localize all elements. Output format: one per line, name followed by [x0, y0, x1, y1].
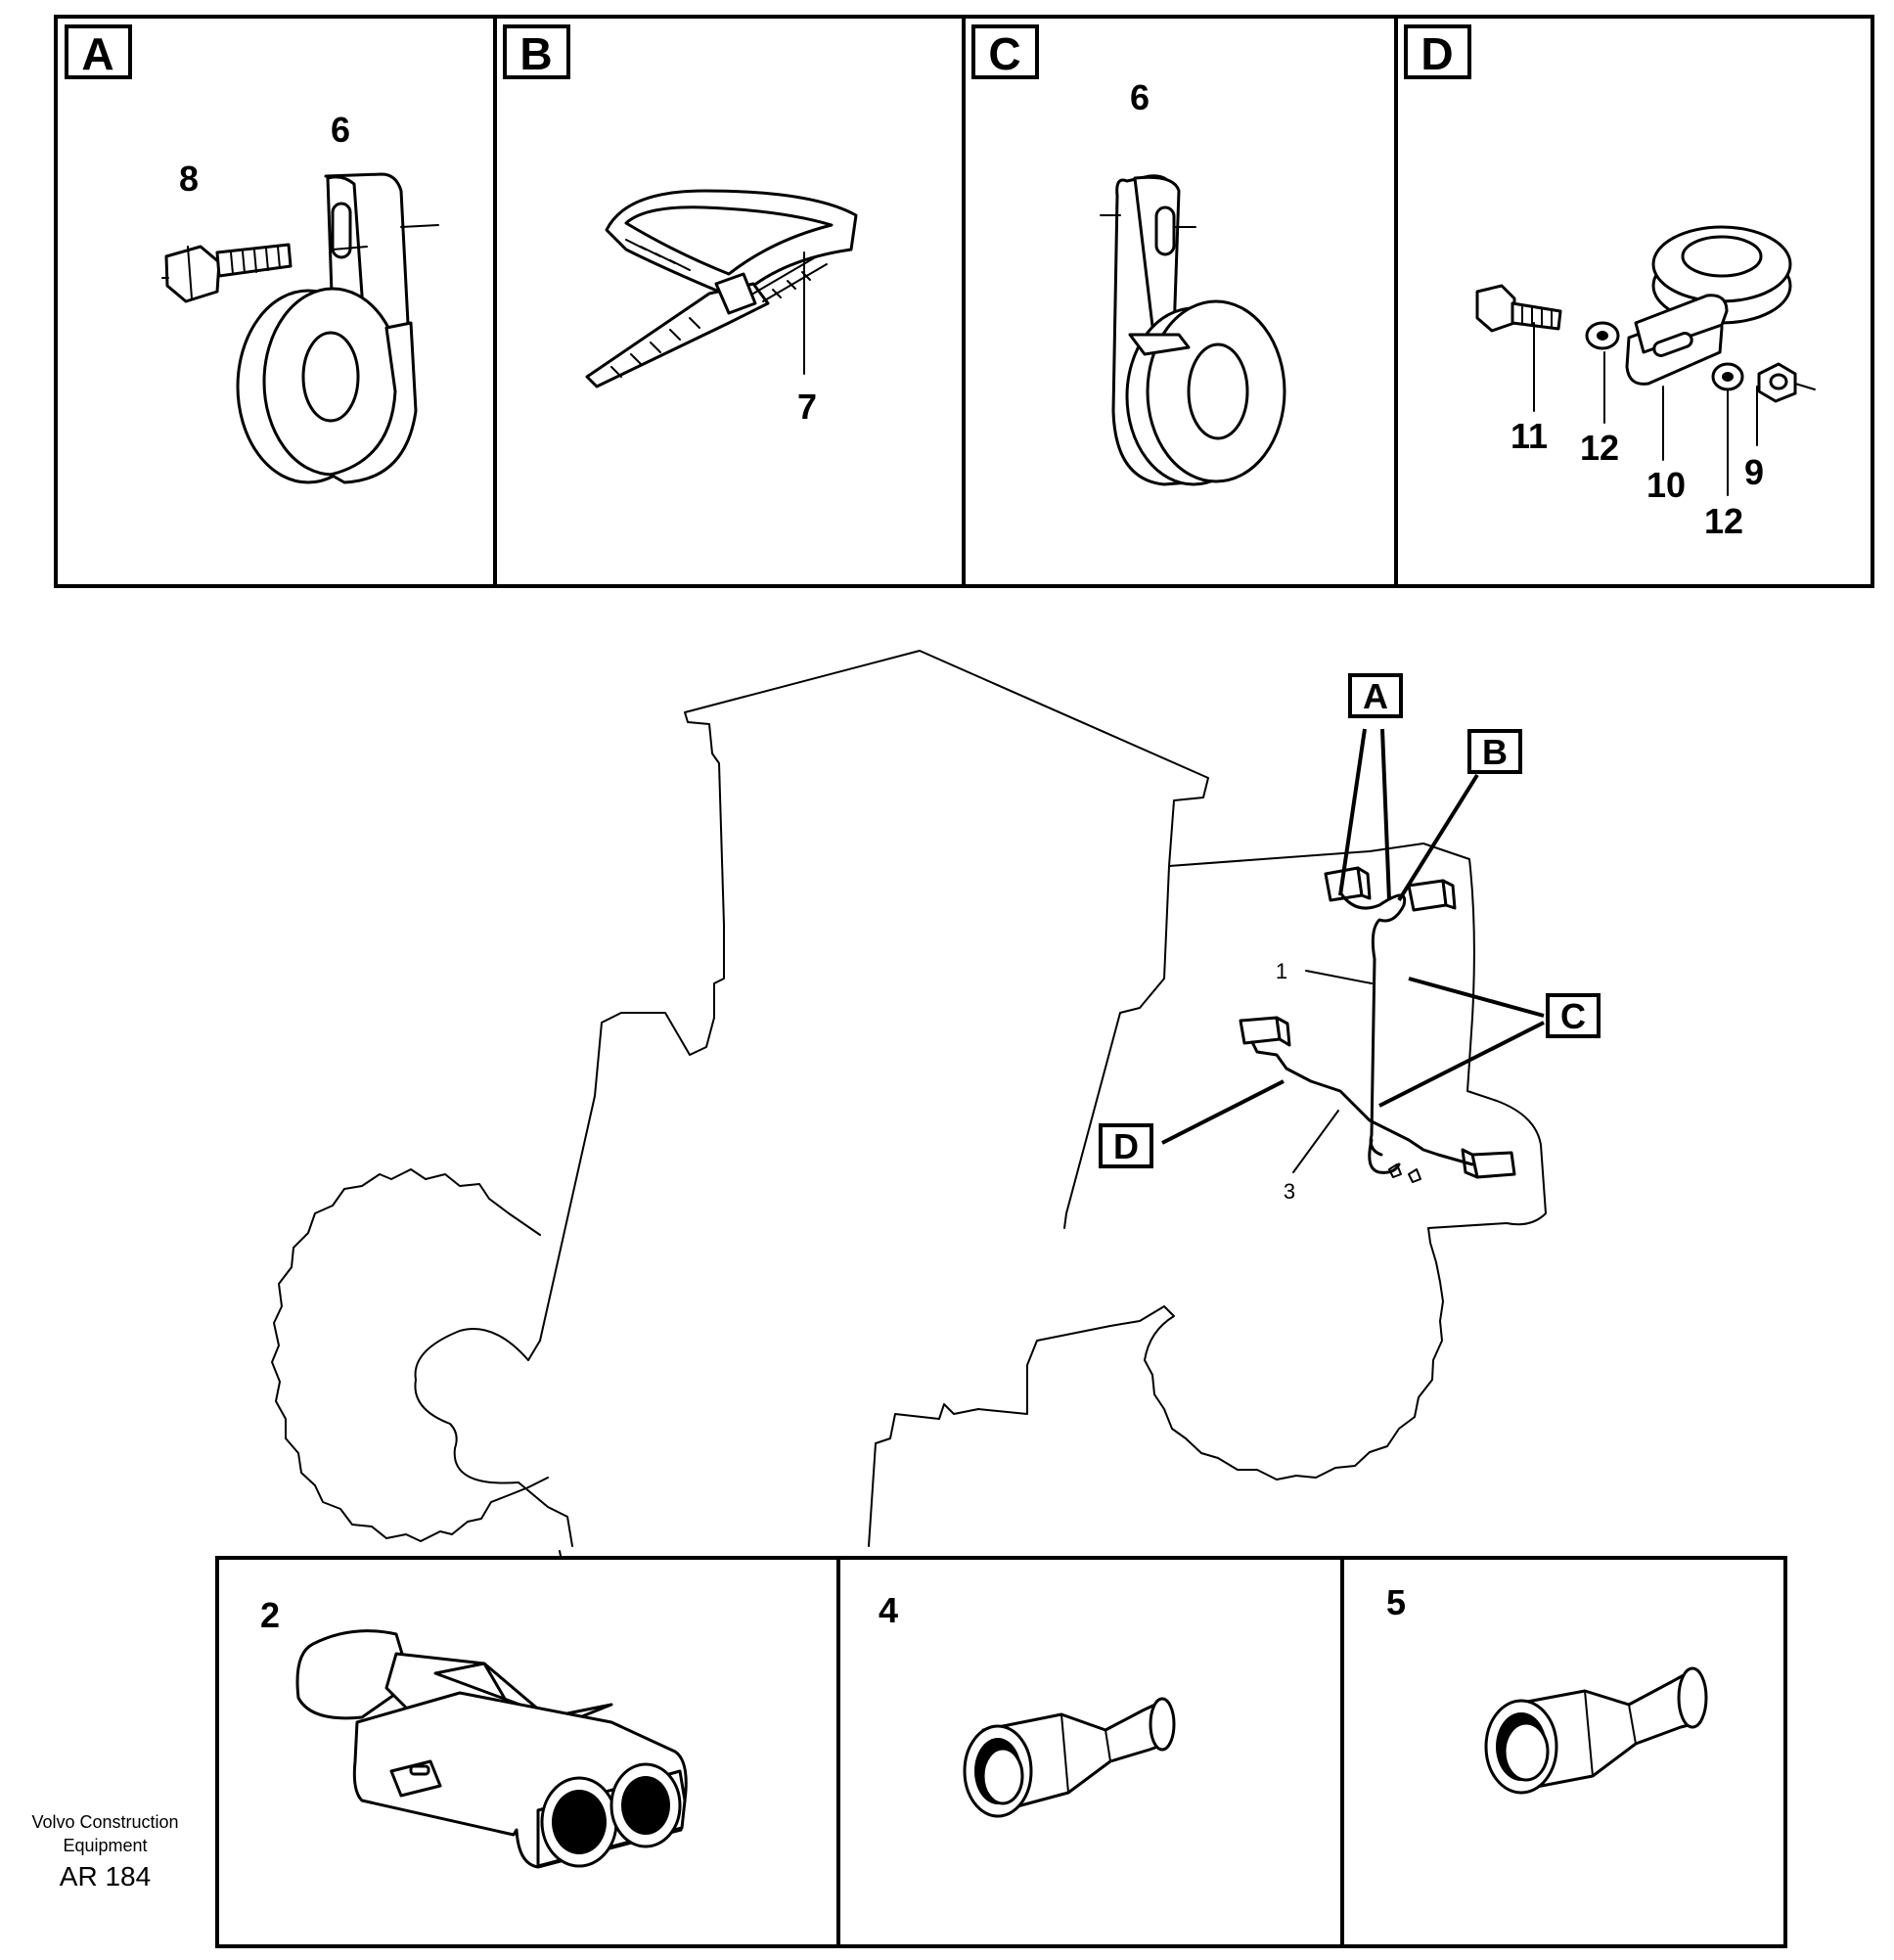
- callout-7: 7: [797, 387, 817, 427]
- panel-label-c: C: [988, 28, 1020, 79]
- panel-label-d: D: [1420, 28, 1453, 79]
- connector-block-left: [1239, 1016, 1282, 1045]
- callout-1: 1: [1276, 959, 1287, 983]
- part-label-5: 5: [1386, 1582, 1406, 1622]
- rubber-boot-icon: [963, 1697, 1176, 1818]
- main-view-badges: A B C D 1 3: [1099, 673, 1601, 1204]
- detail-panel-a[interactable]: A 6 8: [65, 24, 439, 484]
- main-badge-d[interactable]: D: [1099, 1123, 1153, 1168]
- svg-text:B: B: [1482, 732, 1508, 772]
- callout-8: 8: [179, 159, 199, 199]
- clamp-bolt-nut-assembly-icon: [1475, 225, 1816, 496]
- part-panel-2[interactable]: 2: [260, 1595, 688, 1869]
- callout-6-c: 6: [1130, 77, 1150, 117]
- callout-12-right: 12: [1704, 501, 1743, 541]
- cable-tie-icon: [585, 189, 858, 388]
- rubber-boot-icon: [1484, 1666, 1708, 1795]
- part-panel-4[interactable]: 4: [879, 1590, 1176, 1818]
- machine-outline: [271, 650, 1547, 1567]
- connector-block-right: [1470, 1151, 1516, 1179]
- svg-text:D: D: [1113, 1126, 1139, 1166]
- main-badge-b[interactable]: B: [1467, 729, 1522, 774]
- figure-code: AR 184: [59, 1861, 152, 1892]
- detail-panel-b[interactable]: B 7: [503, 24, 858, 427]
- two-pin-connector-icon: [295, 1629, 688, 1869]
- detail-panel-d[interactable]: D 11 12 10 9 12: [1404, 24, 1816, 541]
- part-panel-5[interactable]: 5: [1386, 1582, 1708, 1795]
- panel-label-b: B: [519, 28, 552, 79]
- p-clamp-with-bolt-icon: [161, 172, 439, 484]
- panel-label-a: A: [81, 28, 113, 79]
- svg-text:C: C: [1560, 996, 1586, 1036]
- callout-3: 3: [1284, 1179, 1295, 1204]
- callout-9: 9: [1744, 452, 1764, 492]
- detail-panel-c[interactable]: C 6: [971, 24, 1286, 486]
- callout-11: 11: [1511, 416, 1548, 456]
- company-name-line1: Volvo Construction: [31, 1812, 179, 1832]
- p-clamp-icon: [1100, 174, 1286, 486]
- part-label-4: 4: [879, 1590, 898, 1630]
- callout-6-a: 6: [331, 110, 350, 150]
- svg-text:A: A: [1363, 676, 1388, 716]
- callout-10: 10: [1646, 465, 1686, 505]
- connector-block-top-right: [1407, 879, 1448, 912]
- main-badge-c[interactable]: C: [1546, 993, 1601, 1038]
- part-label-2: 2: [260, 1595, 280, 1635]
- company-name-line2: Equipment: [63, 1836, 148, 1855]
- footer-caption: Volvo Construction Equipment AR 184: [0, 1810, 210, 1892]
- wiring-harness: [1161, 728, 1545, 1183]
- callout-12-left: 12: [1580, 428, 1619, 468]
- main-badge-a[interactable]: A: [1348, 673, 1403, 718]
